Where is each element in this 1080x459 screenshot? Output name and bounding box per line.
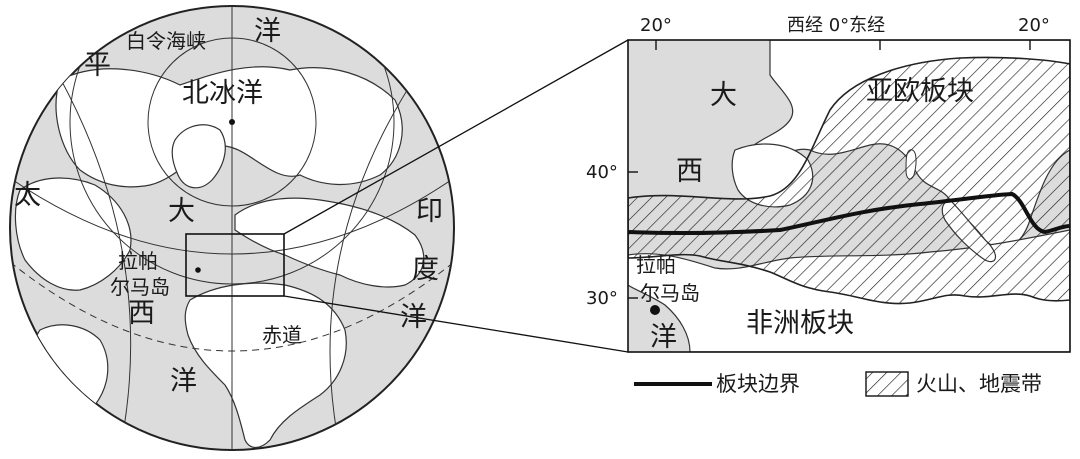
atlantic-label-xi: 西 [128,298,155,329]
equator-label: 赤道 [262,323,302,347]
ocean-label-tai: 太 [14,180,41,211]
inset-island-dot [650,305,660,315]
land-arctic [55,66,403,188]
inset-ocean-da: 大 [710,80,737,111]
legend: 板块边界 火山、地震带 [634,371,1042,397]
island-label-line1: 拉帕 [118,249,158,273]
inset-ocean-yang: 洋 [650,322,677,353]
inset-island-line2: 尔马岛 [640,281,700,305]
inset-island-line1: 拉帕 [636,253,676,277]
ocean-label-ping: 平 [84,50,111,81]
arctic-ocean-label: 北冰洋 [182,78,263,109]
inset-map: 20° 西经 0°东经 20° 40° 30° 大 西 洋 亚欧板块 非洲板块 … [586,15,1071,353]
strait-label: 白令海峡 [126,29,206,53]
legend-boundary-label: 板块边界 [716,372,800,396]
north-pole-dot [229,119,235,125]
legend-belt-label: 火山、地震带 [916,372,1042,396]
atlantic-label-yang: 洋 [170,366,197,397]
tick-top-20e: 20° [1018,15,1050,36]
island-label-line2: 尔马岛 [110,275,170,299]
land-eurasia [234,197,425,288]
locator-box [185,233,285,297]
land-south-america [26,324,109,450]
ocean-label-da: 大 [168,196,195,227]
land-north-america [14,177,132,291]
globe: 白令海峡 北冰洋 洋 平 太 大 西 洋 印 度 洋 拉帕 尔马岛 赤道 [9,5,455,451]
tick-left-40: 40° [586,162,618,183]
inset-ocean-xi: 西 [676,156,703,187]
inset-frame [627,39,1071,353]
tick-top-20w: 20° [640,15,672,36]
connector-top [283,39,629,235]
eurasian-plate-label: 亚欧板块 [866,76,974,107]
indian-label-yin: 印 [416,196,443,227]
volcano-earthquake-belt [628,56,1070,305]
inset-ticks [628,40,1031,299]
plate-boundary-line [628,191,1070,236]
legend-belt-swatch [865,371,909,397]
tick-left-30: 30° [586,288,618,309]
land-africa [184,282,347,449]
connector-bottom [283,295,629,353]
graticule [10,6,454,450]
land-greenland [171,124,226,189]
african-plate-label: 非洲板块 [746,308,854,339]
indian-label-du: 度 [412,254,439,285]
island-dot [195,267,201,273]
ocean-label-yang-top: 洋 [254,16,281,47]
tick-top-0: 西经 0°东经 [787,15,885,36]
